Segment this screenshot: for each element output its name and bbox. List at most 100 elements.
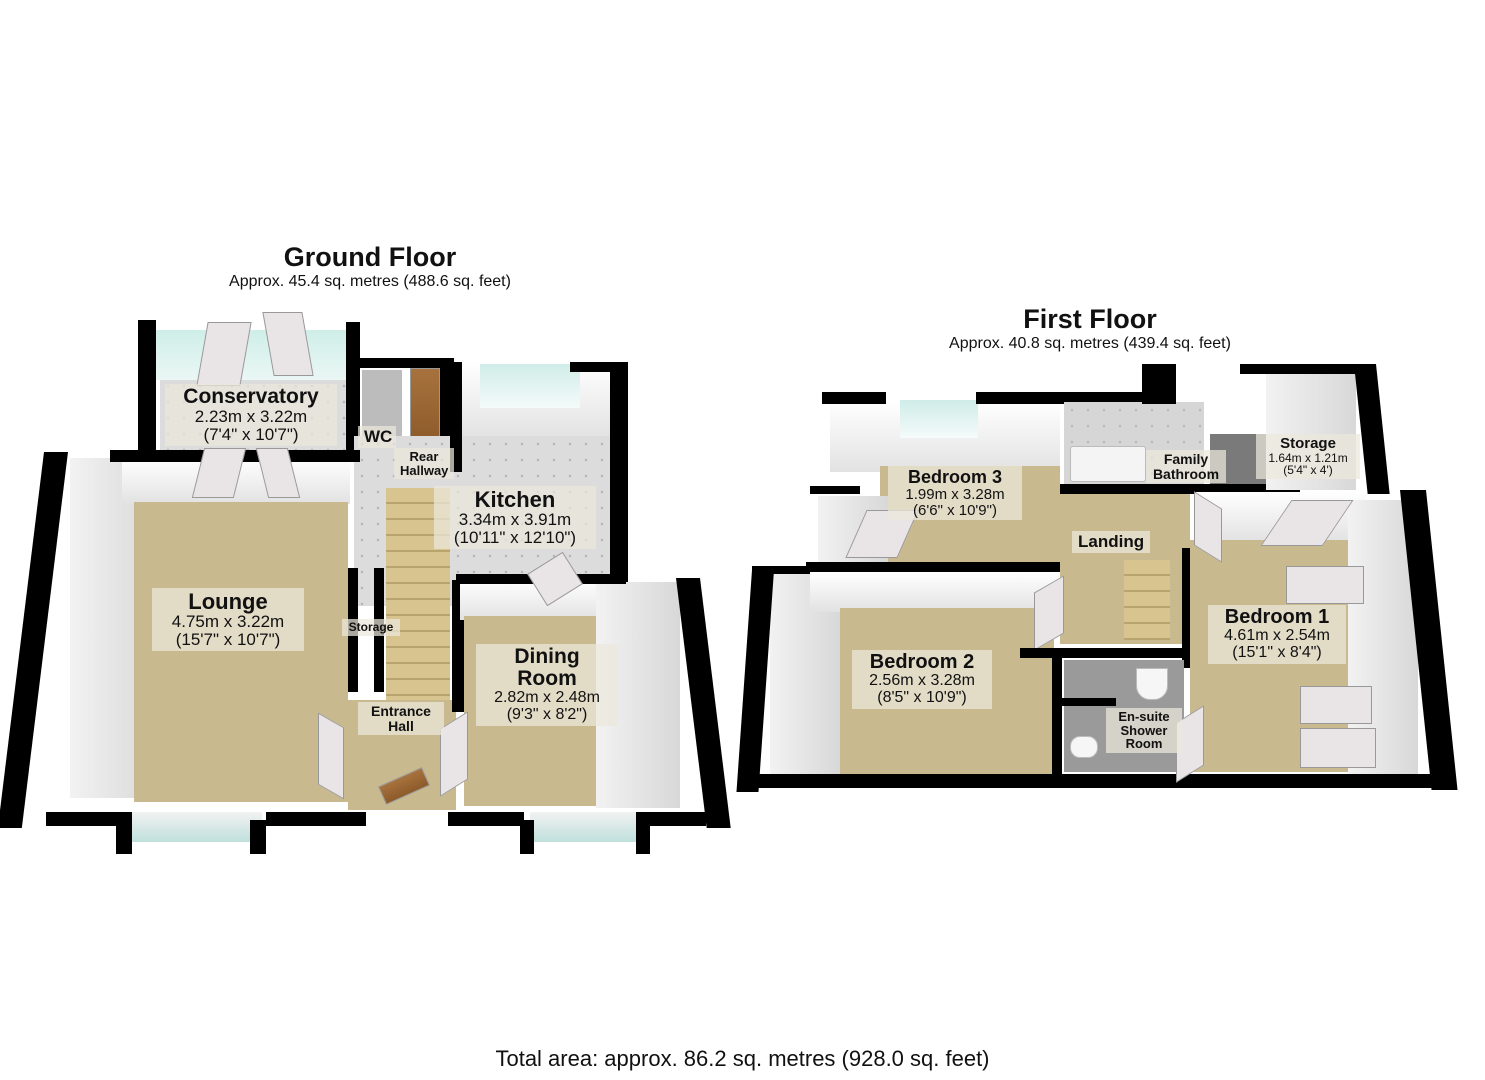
wall	[1060, 484, 1300, 494]
kitchen-window	[480, 364, 580, 408]
ground-floor-title: Ground Floor	[283, 242, 457, 272]
room-name: Bedroom 2	[869, 651, 975, 673]
room-metric: 2.23m x 3.22m	[194, 407, 308, 427]
room-label-bedroom2: Bedroom 2 2.56m x 3.28m (8'5" x 10'9")	[852, 650, 992, 709]
room-name: Bedroom 1	[1224, 606, 1330, 628]
wall	[636, 812, 706, 826]
room-metric: 1.64m x 1.21m	[1268, 450, 1348, 465]
wall	[448, 812, 524, 826]
room-label-ensuite: En-suite Shower Room	[1106, 708, 1182, 753]
room-label-kitchen: Kitchen 3.34m x 3.91m (10'11" x 12'10")	[434, 486, 596, 549]
wall	[138, 320, 156, 450]
room-name: Family Bathroom	[1152, 451, 1220, 482]
wall	[0, 452, 68, 828]
room-imperial: (8'5" x 10'9")	[877, 688, 967, 706]
room-label-wc: WC	[358, 426, 396, 448]
wall	[356, 358, 446, 368]
room-label-bedroom3: Bedroom 3 1.99m x 3.28m (6'6" x 10'9")	[888, 466, 1022, 521]
room-metric: 3.34m x 3.91m	[458, 510, 572, 530]
room-label-dining-room: Dining Room 2.82m x 2.48m (9'3" x 8'2")	[476, 644, 618, 726]
bedroom3-window	[900, 400, 978, 438]
wall	[806, 562, 1062, 572]
first-floor-title: First Floor	[1023, 304, 1157, 334]
wall	[1240, 364, 1360, 374]
room-label-entrance-hall: Entrance Hall	[358, 702, 444, 736]
room-name: Storage	[1280, 435, 1336, 452]
room-name: Landing	[1078, 532, 1145, 551]
room-label-family-bathroom: Family Bathroom	[1146, 450, 1226, 484]
room-label-conservatory: Conservatory 2.23m x 3.22m (7'4" x 10'7"…	[165, 384, 337, 446]
wall	[636, 820, 650, 854]
room-name: Rear Hallway	[400, 449, 449, 478]
first-floor-area: Approx. 40.8 sq. metres (439.4 sq. feet)	[949, 335, 1231, 352]
lounge-hall-door	[318, 712, 344, 800]
lounge-floor	[134, 502, 348, 802]
room-label-rear-hallway: Rear Hallway	[394, 448, 454, 480]
wall	[810, 486, 860, 494]
room-metric: 2.82m x 2.48m	[494, 689, 600, 707]
room-name: Kitchen	[474, 487, 556, 512]
room-name: Dining Room	[514, 645, 580, 691]
lounge-window	[132, 812, 262, 842]
wall	[266, 812, 366, 826]
wardrobe-door	[1300, 686, 1372, 724]
wall	[610, 362, 628, 582]
first-floor-staircase	[1124, 560, 1170, 640]
wall	[1020, 648, 1190, 658]
wall	[1056, 392, 1146, 402]
wall	[570, 362, 620, 372]
wardrobe-door	[1286, 566, 1364, 604]
ground-floor-area: Approx. 45.4 sq. metres (488.6 sq. feet)	[229, 273, 511, 290]
wall	[250, 820, 266, 854]
room-imperial: (5'4" x 4')	[1283, 463, 1333, 478]
room-name: Storage	[348, 620, 394, 634]
rear-door	[410, 368, 440, 444]
bathtub-icon	[1070, 446, 1146, 482]
room-metric: 4.61m x 2.54m	[1224, 627, 1330, 644]
room-metric: 2.56m x 3.28m	[869, 672, 975, 689]
ground-floor-heading: Ground Floor Approx. 45.4 sq. metres (48…	[200, 242, 540, 292]
room-name: WC	[364, 427, 393, 446]
sink-icon	[1136, 668, 1168, 700]
wall	[520, 820, 534, 854]
bedroom2-wall	[810, 572, 1060, 612]
room-name: En-suite Shower Room	[1118, 709, 1170, 752]
room-imperial: (15'1" x 8'4")	[1232, 643, 1322, 661]
wall	[752, 774, 1062, 788]
room-label-landing: Landing	[1072, 531, 1150, 553]
room-name: Entrance Hall	[371, 703, 431, 734]
room-label-lounge: Lounge 4.75m x 3.22m (15'7" x 10'7")	[152, 588, 304, 651]
wall	[1060, 698, 1116, 706]
wall	[46, 812, 136, 826]
room-name: Conservatory	[183, 385, 319, 408]
wall	[822, 392, 886, 404]
wall	[676, 578, 731, 828]
room-name: Bedroom 3	[907, 467, 1003, 487]
room-imperial: (9'3" x 8'2")	[506, 705, 588, 723]
room-label-storage-first: Storage 1.64m x 1.21m (5'4" x 4')	[1256, 434, 1360, 479]
wall	[1182, 548, 1192, 668]
wardrobe-door	[1300, 728, 1376, 768]
toilet-icon	[1070, 736, 1098, 758]
room-imperial: (15'7" x 10'7")	[175, 629, 281, 649]
conservatory-window	[152, 330, 348, 380]
wall	[976, 392, 1066, 404]
wall	[450, 362, 462, 472]
room-imperial: (7'4" x 10'7")	[203, 424, 299, 444]
room-label-storage: Storage	[342, 619, 400, 636]
room-imperial: (6'6" x 10'9")	[913, 501, 997, 519]
first-floor-heading: First Floor Approx. 40.8 sq. metres (439…	[920, 304, 1260, 354]
room-name: Lounge	[188, 589, 268, 614]
room-metric: 4.75m x 3.22m	[171, 612, 285, 632]
wall	[752, 566, 810, 574]
wall	[1062, 774, 1440, 788]
room-imperial: (10'11" x 12'10")	[453, 527, 577, 547]
wall	[116, 820, 132, 854]
room-label-bedroom1: Bedroom 1 4.61m x 2.54m (15'1" x 8'4")	[1208, 605, 1346, 664]
dining-window	[530, 812, 640, 842]
wall	[346, 322, 360, 452]
wall	[736, 570, 774, 792]
total-area: Total area: approx. 86.2 sq. metres (928…	[495, 1046, 990, 1071]
room-metric: 1.99m x 3.28m	[905, 485, 1005, 503]
wall	[1052, 650, 1062, 776]
